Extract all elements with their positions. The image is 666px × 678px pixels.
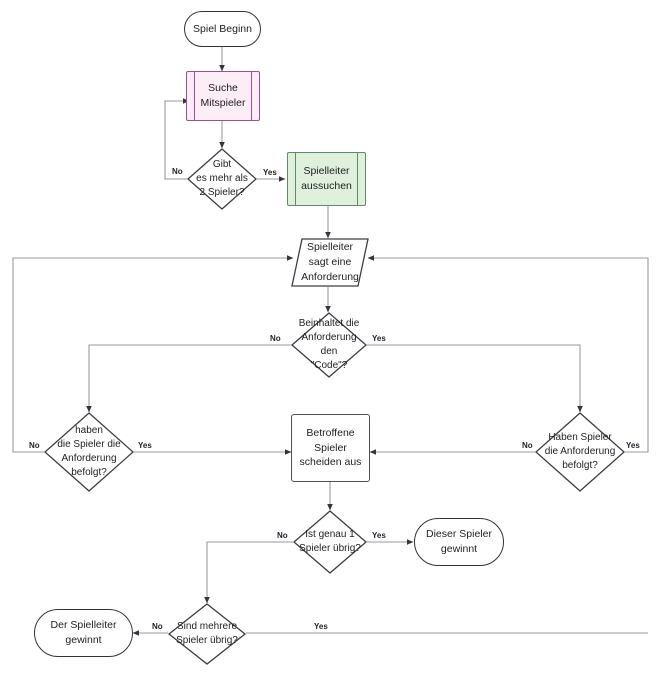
diamond-shape: [44, 412, 134, 492]
node-sind-mehrere-spieler-uebrig[interactable]: Sind mehrere Spieler übrig?: [167, 603, 247, 665]
node-haben-spieler-befolgt[interactable]: Haben Spieler die Anforderung befolgt?: [535, 412, 625, 492]
edge-code-no: [86, 344, 291, 413]
node-haben-die-spieler-befolgt[interactable]: haben die Spieler die Anforderung befolg…: [44, 412, 134, 492]
node-label-spielleiter-aussuchen: Spielleiter aussuchen: [301, 165, 352, 192]
node-label-suche-mitspieler: Suche Mitspieler: [200, 82, 246, 109]
node-betroffene-spieler-scheiden-aus[interactable]: Betroffene Spieler scheiden aus: [291, 414, 370, 482]
node-gibt-es-mehr-als-2-spieler[interactable]: Gibt es mehr als 2 Spieler?: [187, 148, 257, 210]
edge-befolgt-l-no: [12, 255, 294, 453]
edge-code-yes: [367, 344, 583, 413]
edge-label-befolgt-l-yes: Yes: [137, 441, 153, 450]
edge-label-mehr2-yes: Yes: [262, 168, 278, 177]
diamond-shape: [535, 412, 625, 492]
node-dieser-spieler-gewinnt[interactable]: Dieser Spieler gewinnt: [414, 518, 504, 566]
edge-label-mehr2-no: No: [171, 167, 184, 176]
parallelogram-shape: [291, 238, 369, 287]
node-label-spiel-beginn: Spiel Beginn: [193, 22, 252, 35]
node-beinhaltet-code[interactable]: Beinhaltet die Anforderung den "Code"?: [291, 312, 367, 378]
edge-label-genau1-yes: Yes: [371, 531, 387, 540]
edge-label-mehrere-no: No: [151, 622, 164, 631]
node-label-der-spielleiter-gewinnt: Der Spielleiter gewinnt: [50, 619, 117, 646]
diamond-shape: [167, 603, 247, 665]
node-label-betroffene-spieler-scheiden-aus: Betroffene Spieler scheiden aus: [299, 426, 362, 469]
edge-label-befolgt-r-yes: Yes: [625, 441, 641, 450]
edge-befolgt-r-yes: [367, 255, 649, 453]
edge-genau1-no: [204, 541, 293, 604]
diamond-shape: [187, 148, 257, 210]
predefined-process-bar-right: [251, 72, 252, 120]
edge-label-befolgt-r-no: No: [521, 441, 534, 450]
edge-label-code-yes: Yes: [371, 334, 387, 343]
node-spielleiter-sagt-anforderung[interactable]: Spielleiter sagt eine Anforderung: [291, 238, 369, 287]
diamond-shape: [293, 510, 367, 574]
predefined-process-bar-right: [357, 153, 358, 205]
edge-mehr2-no-loop: [164, 98, 190, 180]
node-suche-mitspieler[interactable]: Suche Mitspieler: [186, 71, 260, 121]
node-spielleiter-aussuchen[interactable]: Spielleiter aussuchen: [287, 152, 366, 206]
node-ist-genau-1-spieler-uebrig[interactable]: Ist genau 1 Spieler übrig?: [293, 510, 367, 574]
edge-label-mehrere-yes: Yes: [313, 622, 329, 631]
edge-label-befolgt-l-no: No: [28, 441, 41, 450]
predefined-process-bar-left: [194, 72, 195, 120]
edge-label-genau1-no: No: [276, 531, 289, 540]
edge-label-code-no: No: [269, 334, 282, 343]
node-der-spielleiter-gewinnt[interactable]: Der Spielleiter gewinnt: [34, 609, 133, 657]
diamond-shape: [291, 312, 367, 378]
node-spiel-beginn[interactable]: Spiel Beginn: [184, 11, 261, 47]
predefined-process-bar-left: [295, 153, 296, 205]
node-label-dieser-spieler-gewinnt: Dieser Spieler gewinnt: [426, 528, 492, 555]
